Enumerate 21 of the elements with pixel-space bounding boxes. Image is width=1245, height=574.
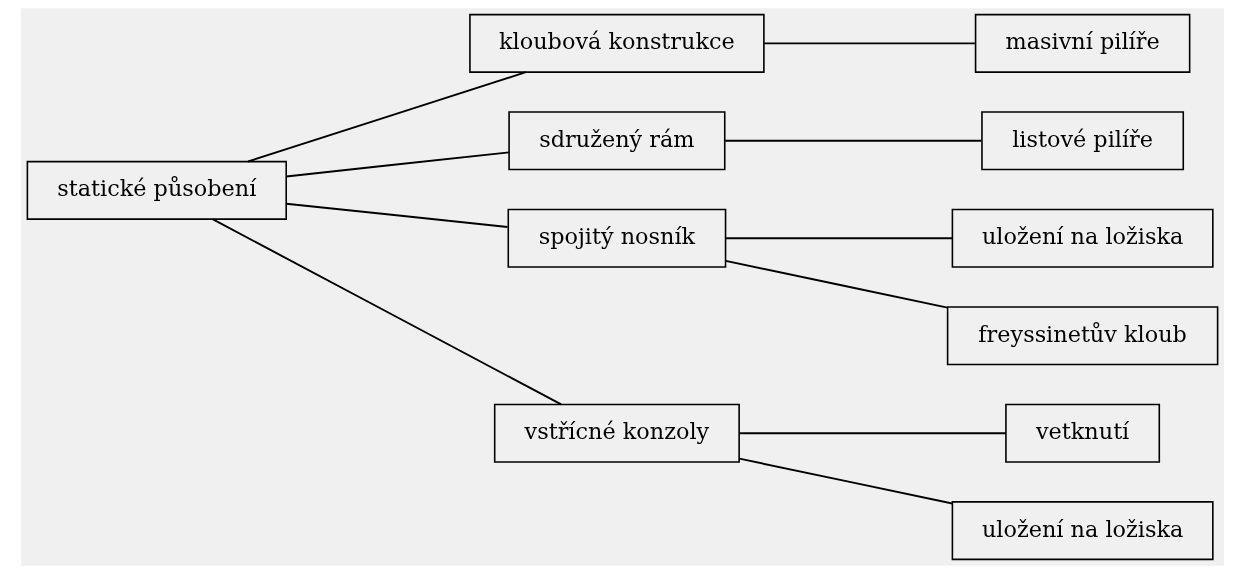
node-box: uložení na ložiska [951, 501, 1214, 561]
connector [724, 259, 949, 309]
connector [763, 42, 976, 45]
connector [738, 432, 1007, 435]
connector [211, 218, 563, 406]
node-box: kloubová konstrukce [469, 13, 765, 73]
connector [724, 139, 983, 142]
node-box: listové pilíře [981, 111, 1185, 171]
node-box: statické působení [26, 160, 287, 220]
node-box: masivní pilíře [974, 13, 1191, 73]
connector [247, 71, 527, 163]
node-box: spojitý nosník [507, 208, 727, 268]
node-box: uložení na ložiska [951, 208, 1214, 268]
node-box: sdružený rám [508, 111, 726, 171]
node-box: vetknutí [1005, 403, 1161, 463]
connector [285, 151, 511, 178]
node-box: freyssinetův kloub [946, 306, 1219, 366]
connector [285, 202, 509, 228]
connector [724, 237, 954, 240]
connector [738, 457, 954, 505]
node-box: vstřícné konzoly [493, 403, 740, 463]
